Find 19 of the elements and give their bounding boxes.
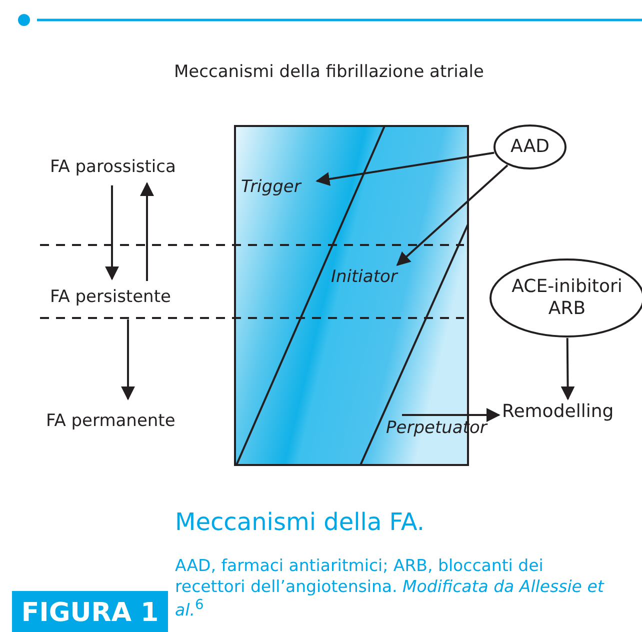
node-label: FA parossistica [50,157,177,178]
region-label: Trigger [241,177,303,198]
arrow [140,182,154,281]
node-label: FA permanente [46,411,176,432]
figure-caption: Meccanismi della FA. [175,508,425,536]
arrow [560,338,575,400]
arrow [316,152,494,186]
diagram-title: Meccanismi della fibrillazione atriale [174,62,484,82]
figure-number: FIGURA 1 [12,591,168,632]
node-label: Remodelling [502,401,615,423]
region-label: Initiator [331,267,400,288]
arrow [105,185,119,280]
arrow [402,408,500,422]
node-label: FA persistente [50,287,172,308]
arrow [121,319,135,400]
ellipse-label: AAD [510,136,550,158]
caption-text: AAD, farmaci antiaritmici; ARB, bloccanti dei recettori dell’angiotensina. Modificata da Allessie et al.$^{6}$ [175,556,606,622]
arrow [396,164,508,266]
ellipse-label: ACE-inibitori ARB [510,276,624,320]
